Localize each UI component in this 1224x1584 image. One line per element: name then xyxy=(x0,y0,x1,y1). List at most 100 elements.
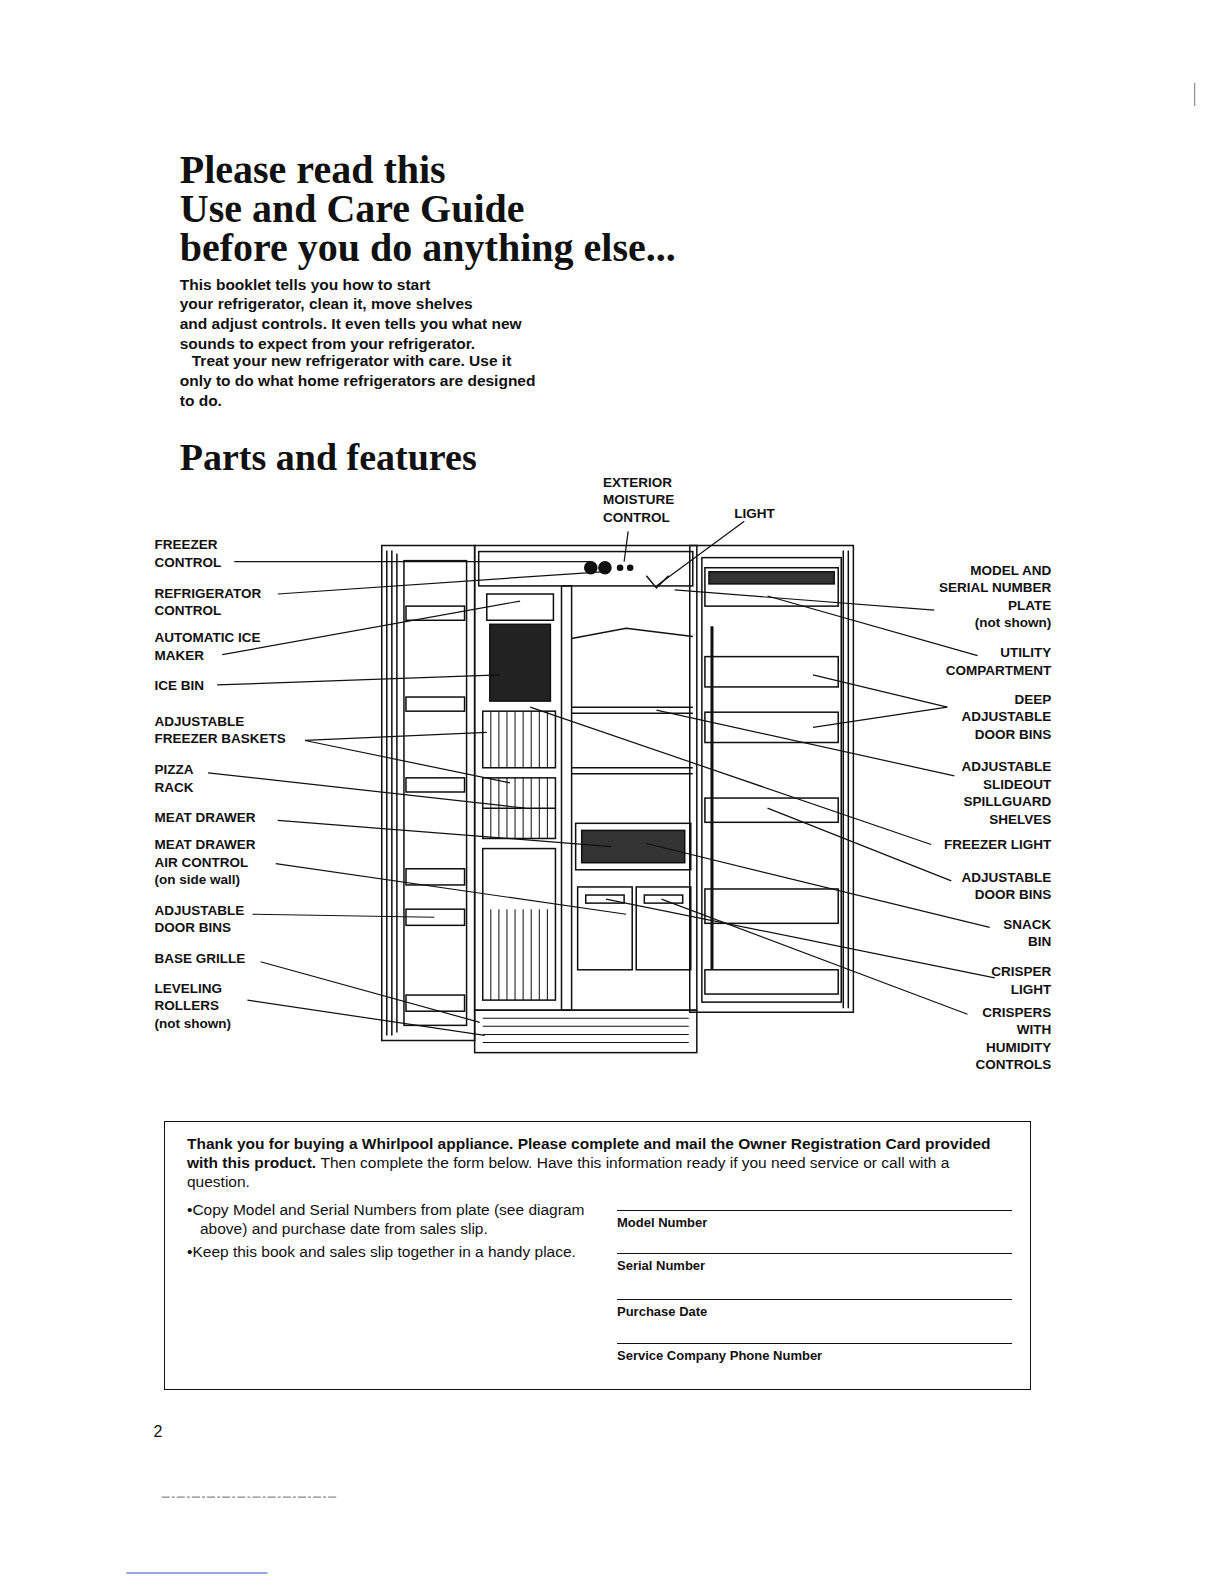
text-line: FREEZER BASKETS xyxy=(155,730,286,748)
field-label: Serial Number xyxy=(617,1258,705,1273)
text-line: BIN xyxy=(1003,933,1051,951)
page-number: 2 xyxy=(154,1423,163,1441)
text-line: sounds to expect from your refrigerator. xyxy=(180,334,522,354)
text-line: to do. xyxy=(180,391,536,411)
text-line: (not shown) xyxy=(939,614,1051,632)
leader-line xyxy=(656,521,744,586)
text-line: SPILLGUARD xyxy=(962,793,1052,811)
part-label: ADJUSTABLE SLIDEOUT SPILLGUARD SHELVES xyxy=(962,758,1052,828)
text-line: WITH xyxy=(976,1021,1052,1039)
part-label: ADJUSTABLE DOOR BINS xyxy=(962,869,1052,904)
text-line: LIGHT xyxy=(734,505,775,523)
leader-line xyxy=(208,773,525,808)
leader-line xyxy=(768,596,978,656)
part-label: ADJUSTABLE DOOR BINS xyxy=(155,902,245,937)
intro-text: This booklet tells you how to start your… xyxy=(180,275,522,354)
text-line: LIGHT xyxy=(991,981,1051,999)
text-line: This booklet tells you how to start xyxy=(180,275,522,295)
text-line: MODEL AND xyxy=(939,562,1051,580)
leader-line xyxy=(624,531,628,561)
text-line: Parts and features xyxy=(180,436,477,478)
section-heading: Parts and features xyxy=(180,436,477,478)
text-line: ADJUSTABLE xyxy=(962,869,1052,887)
text-line: DOOR BINS xyxy=(155,919,245,937)
leader-line xyxy=(247,1000,484,1035)
freezer-door xyxy=(382,546,475,1041)
field-label: Model Number xyxy=(617,1215,707,1230)
leader-line xyxy=(530,707,931,844)
refrigerator-door xyxy=(690,546,854,1013)
part-label: CRISPERS WITH HUMIDITY CONTROLS xyxy=(976,1004,1052,1074)
leader-line xyxy=(222,601,520,655)
scan-mark xyxy=(1194,83,1195,106)
form-line: Model Number xyxy=(617,1210,1012,1231)
text-line: MOISTURE xyxy=(603,491,674,509)
leader-line xyxy=(276,864,626,915)
part-label: SNACK BIN xyxy=(1003,916,1051,951)
text-line: CONTROLS xyxy=(976,1056,1052,1074)
control-panel xyxy=(479,552,693,586)
text-line: and adjust controls. It even tells you w… xyxy=(180,314,522,334)
leader-line xyxy=(305,740,510,782)
text-line: SHELVES xyxy=(962,811,1052,829)
part-label: MODEL AND SERIAL NUMBER PLATE (not shown… xyxy=(939,562,1051,632)
leader-line xyxy=(646,844,989,928)
field-label: Purchase Date xyxy=(617,1304,707,1319)
leader-line xyxy=(261,962,480,1023)
text-line: DOOR BINS xyxy=(962,886,1052,904)
leader-line xyxy=(217,675,500,685)
text-line: UTILITY xyxy=(946,644,1052,662)
text-line: SERIAL NUMBER xyxy=(939,579,1051,597)
scan-mark xyxy=(162,1497,337,1498)
leader-line xyxy=(234,561,590,562)
intro-paragraph: Thank you for buying a Whirlpool applian… xyxy=(187,1134,1007,1191)
text-line: REFRIGERATOR xyxy=(155,585,262,603)
scan-mark xyxy=(126,1572,267,1573)
part-label: LIGHT xyxy=(734,505,775,523)
text-line: COMPARTMENT xyxy=(946,662,1052,680)
leader-line xyxy=(606,899,995,978)
part-label: FREEZER LIGHT xyxy=(944,836,1051,854)
text-line: Use and Care Guide xyxy=(180,189,676,228)
part-label: LEVELING ROLLERS (not shown) xyxy=(155,980,231,1033)
part-label: FREEZER CONTROL xyxy=(155,536,222,571)
text-line: MAKER xyxy=(155,647,261,665)
shelf xyxy=(572,706,693,708)
text-line: 2 xyxy=(154,1423,163,1441)
text-line: HUMIDITY xyxy=(976,1039,1052,1057)
field-label: Service Company Phone Number xyxy=(617,1348,822,1363)
text-line: AUTOMATIC ICE xyxy=(155,629,261,647)
part-label: REFRIGERATOR CONTROL xyxy=(155,585,262,620)
text-line: (on side wall) xyxy=(155,871,256,889)
text-line: CONTROL xyxy=(155,554,222,572)
text-line: ROLLERS xyxy=(155,997,231,1015)
text-line: AIR CONTROL xyxy=(155,854,256,872)
text-line: Treat your new refrigerator with care. U… xyxy=(180,351,536,371)
text-line: ADJUSTABLE xyxy=(155,713,286,731)
text-line: CONTROL xyxy=(155,602,262,620)
text-line: FREEZER xyxy=(155,536,222,554)
part-label: BASE GRILLE xyxy=(155,950,246,968)
text-line: ICE BIN xyxy=(155,677,205,695)
text-line: RACK xyxy=(155,779,194,797)
crisper xyxy=(578,887,633,970)
text-line: only to do what home refrigerators are d… xyxy=(180,371,536,391)
cabinet xyxy=(475,546,697,1011)
leader-line xyxy=(305,732,487,740)
bullet-item: •Keep this book and sales slip together … xyxy=(187,1242,592,1261)
text-line: BASE GRILLE xyxy=(155,950,246,968)
text-line: MEAT DRAWER xyxy=(155,836,256,854)
leader-line xyxy=(278,820,611,846)
text-line: DEEP xyxy=(962,691,1052,709)
part-label: AUTOMATIC ICE MAKER xyxy=(155,629,261,664)
refrigerator-drawing xyxy=(382,546,854,1053)
page-title: Please read this Use and Care Guide befo… xyxy=(180,150,676,267)
text-line: LEVELING xyxy=(155,980,231,998)
registration-box: Thank you for buying a Whirlpool applian… xyxy=(164,1121,1031,1390)
text-line: (not shown) xyxy=(155,1015,231,1033)
text-line: Please read this xyxy=(180,150,676,189)
bullet-item: •Copy Model and Serial Numbers from plat… xyxy=(187,1200,592,1238)
text-line: PIZZA xyxy=(155,761,194,779)
leader-line xyxy=(675,590,935,610)
text-line: EXTERIOR xyxy=(603,474,674,492)
